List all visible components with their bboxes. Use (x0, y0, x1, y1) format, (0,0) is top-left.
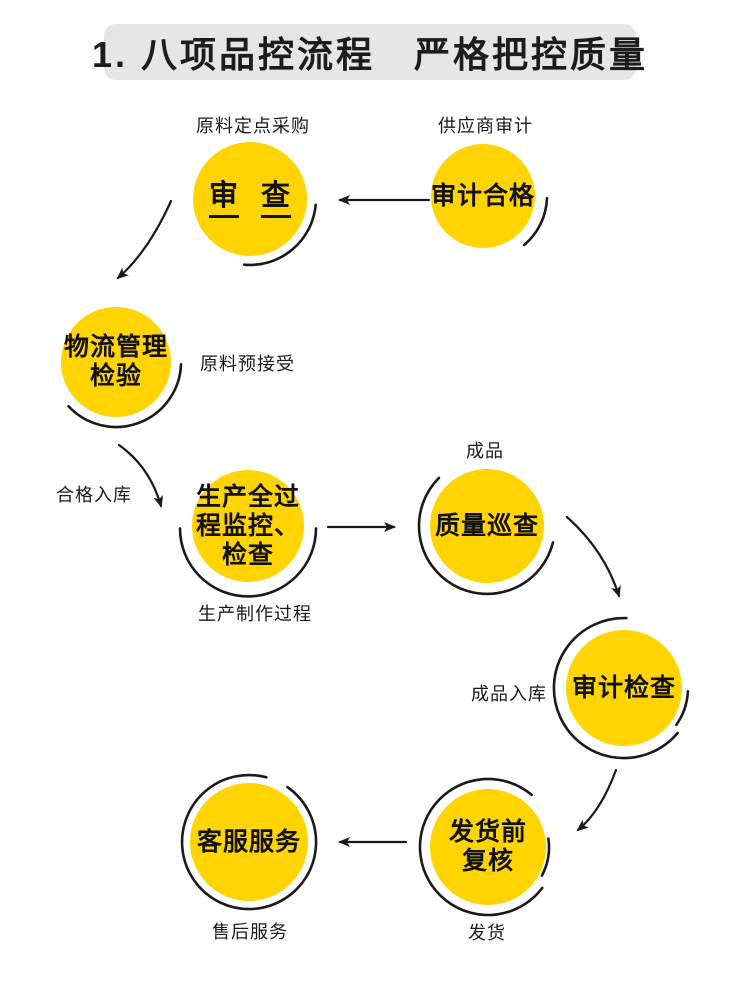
flow-node-audit-qualified: 审计合格 (431, 144, 535, 248)
node-label: 质量巡查 (434, 511, 539, 540)
caption-finished-product-storage: 成品入库 (471, 684, 547, 704)
node-accent-arcs (67, 196, 690, 917)
flow-node-pre-shipment-recheck: 发货前 复核 (430, 789, 546, 905)
node-label: 发货前 复核 (448, 818, 527, 875)
flow-node-production-monitor: 生产全过 程监控、 检查 (192, 470, 304, 582)
node-label: 审查 (208, 180, 292, 219)
node-label: 生产全过 程监控、 检查 (195, 482, 300, 569)
flow-node-review: 审查 (193, 142, 307, 256)
caption-after-sales-service: 售后服务 (212, 922, 288, 942)
caption-raw-material-procurement: 原料定点采购 (196, 116, 310, 136)
caption-qualified-into-storage: 合格入库 (56, 485, 132, 505)
section-banner: 1. 八项品控流程 严格把控质量 (92, 24, 645, 80)
node-label: 审计合格 (431, 181, 536, 210)
caption-production-process: 生产制作过程 (198, 604, 312, 624)
node-label: 物流管理 检验 (63, 333, 168, 390)
flow-node-logistics-inspection: 物流管理 检验 (61, 307, 171, 417)
node-label: 审计检查 (571, 673, 676, 702)
caption-supplier-audit: 供应商审计 (438, 116, 533, 136)
flow-node-audit-check: 审计检查 (566, 630, 682, 746)
caption-shipping: 发货 (468, 923, 506, 943)
caption-finished-product: 成品 (466, 441, 504, 461)
caption-raw-material-preacceptance: 原料预接受 (200, 354, 295, 374)
flow-node-quality-patrol: 质量巡查 (430, 469, 544, 583)
node-label: 客服服务 (196, 827, 301, 856)
section-title: 1. 八项品控流程 严格把控质量 (91, 34, 649, 75)
flow-node-customer-service: 客服服务 (190, 783, 308, 901)
